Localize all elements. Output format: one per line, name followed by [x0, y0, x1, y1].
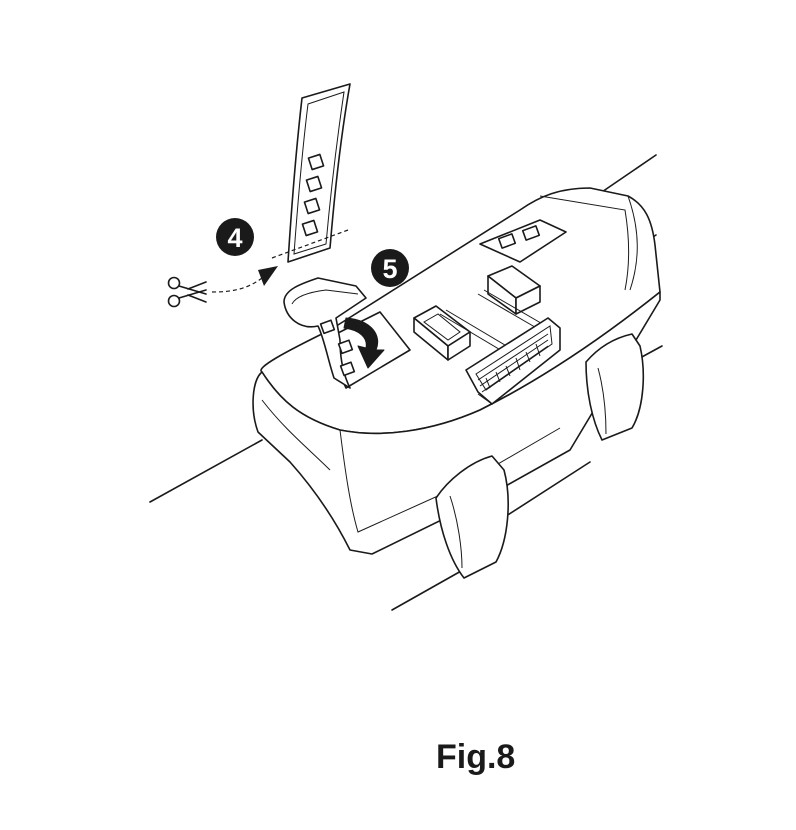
curved-arrow-icon — [343, 317, 385, 369]
strap-band-left — [435, 455, 509, 579]
strap-band-right — [585, 333, 645, 441]
scissors-path — [211, 277, 263, 293]
step-4-number: 4 — [227, 223, 242, 253]
step-4-badge: 4 — [216, 218, 254, 256]
clip-block — [477, 265, 547, 331]
folded-strap-end — [283, 277, 367, 389]
rear-buckle — [479, 219, 567, 263]
figure-caption: Fig.8 — [436, 738, 516, 776]
step-5-number: 5 — [382, 254, 397, 284]
step-5-badge: 5 — [371, 249, 409, 287]
ratchet-strap — [465, 317, 561, 405]
handlebar-tube-front — [149, 345, 663, 611]
scissors-path-arrowhead — [258, 266, 278, 286]
scissors-icon — [167, 276, 207, 308]
cut-strap — [287, 83, 351, 263]
